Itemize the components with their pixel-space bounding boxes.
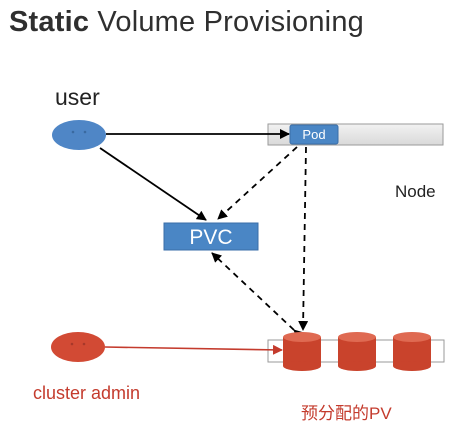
- arrow-admin-to-pv: [104, 344, 283, 355]
- pod-box: Pod: [289, 124, 339, 145]
- dashed-arrow-pod-to-pvc: [217, 146, 298, 220]
- pvc-box: PVC: [163, 222, 259, 251]
- arrow-user-to-pvc: [99, 147, 207, 221]
- title-rest-part: Volume Provisioning: [89, 6, 364, 38]
- page-title: Static Volume Provisioning: [9, 6, 364, 39]
- pvc-box-label: PVC: [189, 226, 232, 249]
- pv-cylinder: [338, 332, 376, 371]
- pv-cylinder: [393, 332, 431, 371]
- user-avatar: [52, 120, 106, 150]
- title-bold-part: Static: [9, 6, 90, 38]
- preallocated-pv-label: 预分配的PV: [301, 404, 392, 423]
- dashed-arrow-pod-to-pv: [298, 146, 309, 331]
- pv-cylinder: [283, 332, 321, 371]
- cluster-admin-avatar: [51, 332, 105, 362]
- dashed-arrow-pv-pvc: [211, 252, 304, 340]
- cluster-admin-label: cluster admin: [33, 383, 141, 403]
- node-label: Node: [395, 182, 436, 201]
- pod-box-label: Pod: [302, 127, 325, 142]
- user-label: user: [55, 84, 100, 110]
